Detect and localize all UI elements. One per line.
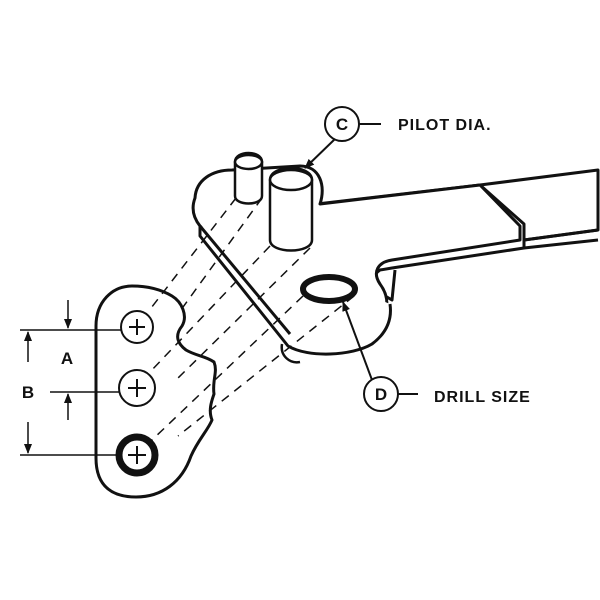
callout-d-letter: D [375,385,387,404]
callout-c-text: PILOT DIA. [398,117,492,134]
pilot-pin-left [233,151,264,205]
pilot-pin-right [268,166,314,252]
callout-d: D DRILL SIZE [342,301,531,412]
template-hole-1 [120,310,154,344]
callout-c: C PILOT DIA. [304,106,492,169]
dimension-lines [20,300,122,456]
bracket-lower-lobe [280,343,301,364]
dimension-a-label: A [56,346,78,368]
callout-d-text: DRILL SIZE [434,389,531,406]
svg-text:B: B [22,383,34,402]
template-hole-2 [118,369,156,407]
dimension-b-label: B [17,380,39,402]
svg-text:A: A [61,349,73,368]
projection-lines [147,197,355,441]
bracket-drill-hole [300,274,358,304]
template-hole-3-drill [115,433,159,477]
callout-c-letter: C [336,115,348,134]
